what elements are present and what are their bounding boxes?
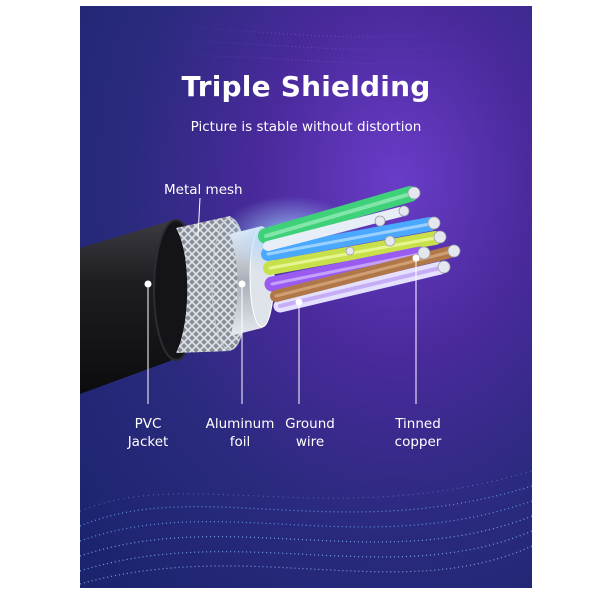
tinned-copper-label-line2: copper bbox=[394, 434, 442, 450]
tinned-copper-strands bbox=[345, 186, 461, 274]
ground-wire-label: Ground wire bbox=[280, 415, 340, 451]
pvc-jacket-label-line1: PVC bbox=[134, 416, 162, 432]
aluminum-foil-label-line2: foil bbox=[229, 434, 251, 450]
metal-mesh-label: Metal mesh bbox=[164, 182, 243, 198]
page-subtitle: Picture is stable without distortion bbox=[190, 119, 422, 135]
aluminum-foil-label-line1: Aluminum bbox=[205, 416, 275, 432]
pvc-jacket bbox=[80, 219, 199, 394]
callout-leaders bbox=[144, 197, 420, 404]
pvc-jacket-label: PVC Jacket bbox=[120, 415, 176, 451]
ground-wire-label-line1: Ground bbox=[285, 416, 335, 432]
ground-wire-label-line2: wire bbox=[295, 434, 325, 450]
particle-wave-top bbox=[80, 15, 532, 67]
product-image: Triple Shielding Picture is stable witho… bbox=[80, 6, 532, 588]
cable-illustration bbox=[80, 15, 532, 585]
tinned-copper-label: Tinned copper bbox=[388, 415, 448, 451]
page-title: Triple Shielding bbox=[181, 70, 431, 103]
pvc-jacket-label-line2: Jacket bbox=[127, 434, 169, 450]
aluminum-foil-label: Aluminum foil bbox=[204, 415, 276, 451]
particle-wave-bottom bbox=[80, 470, 532, 585]
tinned-copper-label-line1: Tinned bbox=[395, 416, 441, 432]
